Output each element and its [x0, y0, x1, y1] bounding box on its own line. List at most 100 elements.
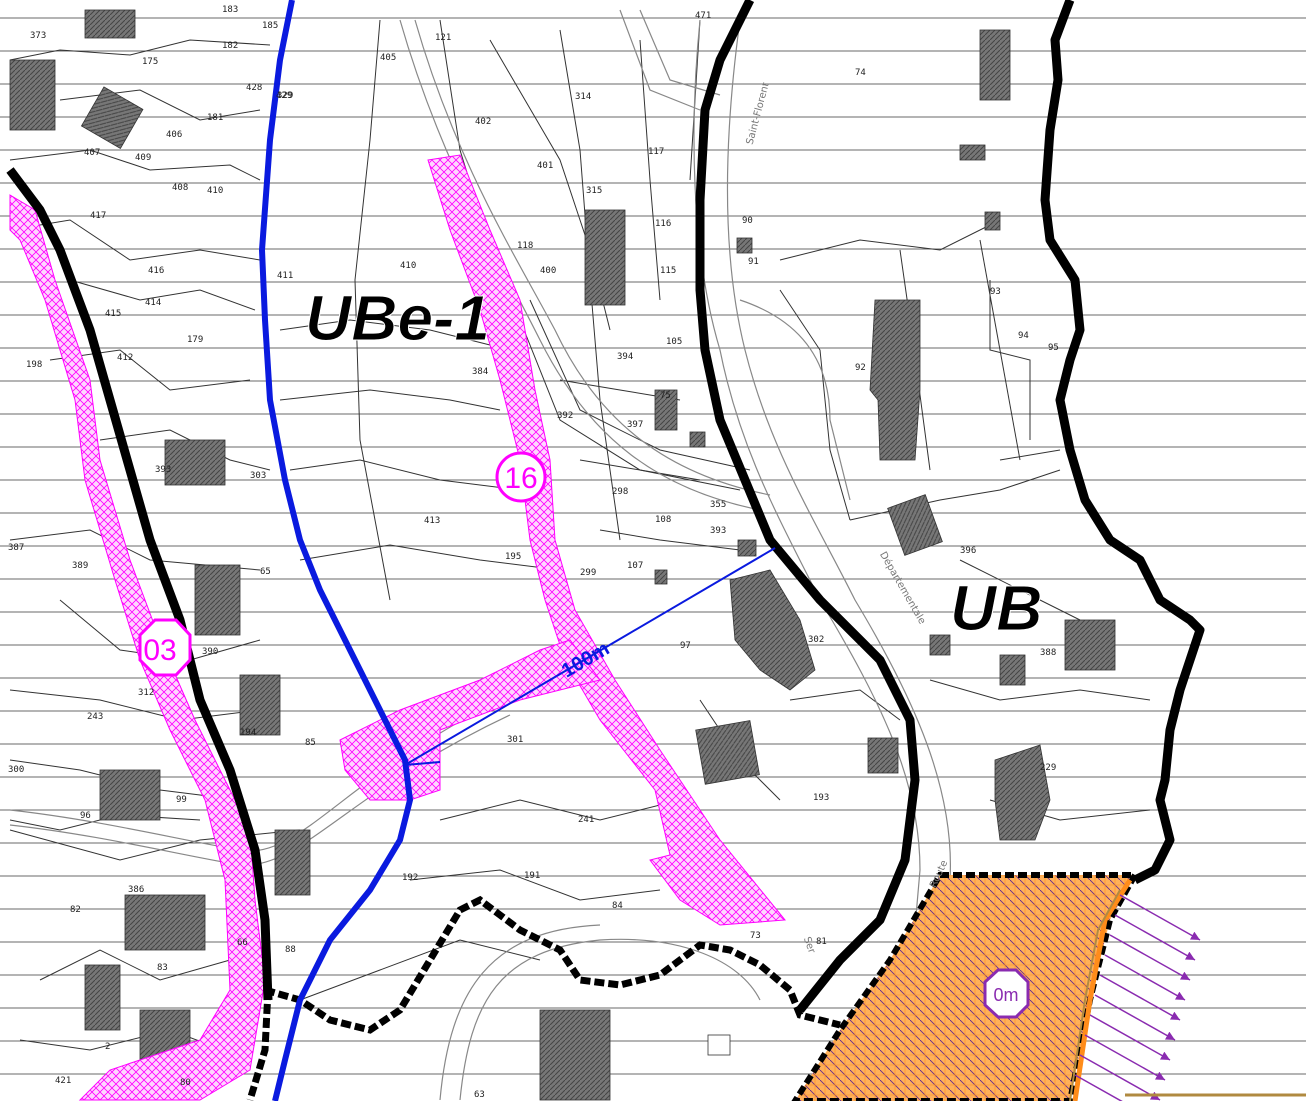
buildings	[9, 9, 1116, 1101]
arrow	[1119, 894, 1201, 941]
zone-label-ub: UB	[950, 572, 1042, 644]
parcel-number: 303	[250, 471, 266, 481]
parcel-number: 74	[855, 68, 866, 78]
arrow	[1109, 934, 1191, 981]
parcel-number: 107	[627, 561, 643, 571]
parcel-number: 95	[1048, 343, 1059, 353]
parcel-number: 182	[222, 41, 238, 51]
parcel-number: 94	[1018, 331, 1029, 341]
parcel-number: 355	[710, 500, 726, 510]
arrow	[1084, 1034, 1166, 1081]
blue-route-line	[258, 0, 414, 1101]
parcel-number: 373	[30, 31, 46, 41]
parcel-number: 99	[176, 795, 187, 805]
parcel-number: 93	[990, 287, 1001, 297]
parcel-number: 175	[142, 57, 158, 67]
street-label-2: Départementale	[877, 550, 928, 627]
parcel-number: 2	[105, 1042, 110, 1052]
parcel-number: 241	[578, 815, 594, 825]
parcel-number: 392	[557, 411, 573, 421]
parcel-number: 243	[87, 712, 103, 722]
parcel-number: 66	[237, 938, 248, 948]
arrow	[1089, 1014, 1171, 1061]
parcel-number: 421	[55, 1076, 71, 1086]
arrow	[1099, 974, 1181, 1021]
parcel-number: 412	[117, 353, 133, 363]
road-lines	[9, 9, 952, 1101]
parcel-number: 181	[207, 113, 223, 123]
marker-16-label: 16	[504, 462, 537, 495]
parcel-number: 417	[90, 211, 106, 221]
parcel-number: 386	[128, 885, 144, 895]
parcel-number: 411	[277, 271, 293, 281]
parcel-number: 84	[612, 901, 623, 911]
marker-16[interactable]: 16	[495, 451, 547, 503]
arrow	[1094, 994, 1176, 1041]
parcel-number: 312	[138, 688, 154, 698]
parcel-number: 117	[648, 147, 664, 157]
parcel-number: 85	[305, 738, 316, 748]
parcel-number: 429	[276, 91, 292, 101]
parcel-number: 414	[145, 298, 161, 308]
parcel-number: 115	[660, 266, 676, 276]
parcel-number: 409	[135, 153, 151, 163]
marker-0m[interactable]: 0m	[983, 968, 1030, 1019]
parcel-number: 299	[580, 568, 596, 578]
parcel-number: 75	[660, 391, 671, 401]
parcel-number: 428	[246, 83, 262, 93]
parcel-number: 193	[813, 793, 829, 803]
parcel-number: 400	[540, 266, 556, 276]
parcel-number: 405	[380, 53, 396, 63]
parcel-number: 387	[8, 543, 24, 553]
parcel-number: 80	[180, 1078, 191, 1088]
parcel-number: 384	[472, 367, 488, 377]
parcel-number: 329	[277, 91, 293, 101]
parcel-number: 298	[612, 487, 628, 497]
parcel-number: 394	[617, 352, 633, 362]
parcel-number: 396	[960, 546, 976, 556]
parcel-number: 301	[507, 735, 523, 745]
parcel-number: 108	[655, 515, 671, 525]
marker-03-label: 03	[143, 634, 176, 667]
parcel-number: 229	[1040, 763, 1056, 773]
parcel-number: 393	[155, 465, 171, 475]
parcel-number: 195	[505, 552, 521, 562]
parcel-number: 410	[400, 261, 416, 271]
parcel-number: 191	[524, 871, 540, 881]
parcel-number: 397	[627, 420, 643, 430]
marker-0m-label: 0m	[993, 985, 1018, 1005]
parcel-number: 314	[575, 92, 591, 102]
parcel-number: 82	[70, 905, 81, 915]
parcel-number: 389	[72, 561, 88, 571]
parcel-number: 410	[207, 186, 223, 196]
parcel-number: 65	[260, 567, 271, 577]
parcel-number: 406	[166, 130, 182, 140]
arrow	[1079, 1054, 1161, 1101]
parcel-number: 413	[424, 516, 440, 526]
parcel-number: 91	[748, 257, 759, 267]
street-label-4: Ser	[801, 936, 817, 956]
parcel-number: 105	[666, 337, 682, 347]
parcel-number: 192	[402, 873, 418, 883]
parcel-number: 63	[474, 1090, 485, 1100]
parcel-number: 83	[157, 963, 168, 973]
marker-03[interactable]: 03	[138, 618, 192, 677]
parcel-number: 471	[695, 11, 711, 21]
parcel-number: 194	[240, 728, 256, 738]
parcel-number: 415	[105, 309, 121, 319]
parcel-number: 390	[202, 647, 218, 657]
orange-zone	[791, 872, 1141, 1101]
parcel-number: 90	[742, 216, 753, 226]
parcel-number: 81	[816, 937, 827, 947]
parcel-number-labels: 3731751831821854051213294284291813144024…	[8, 5, 1059, 1100]
parcel-number: 88	[285, 945, 296, 955]
parcel-number: 121	[435, 33, 451, 43]
arrow	[1104, 954, 1186, 1001]
parcel-number: 302	[808, 635, 824, 645]
parcel-number: 97	[680, 641, 691, 651]
parcel-number: 185	[262, 21, 278, 31]
zone-label-ube1: UBe-1	[305, 282, 490, 354]
parcel-number: 183	[222, 5, 238, 15]
